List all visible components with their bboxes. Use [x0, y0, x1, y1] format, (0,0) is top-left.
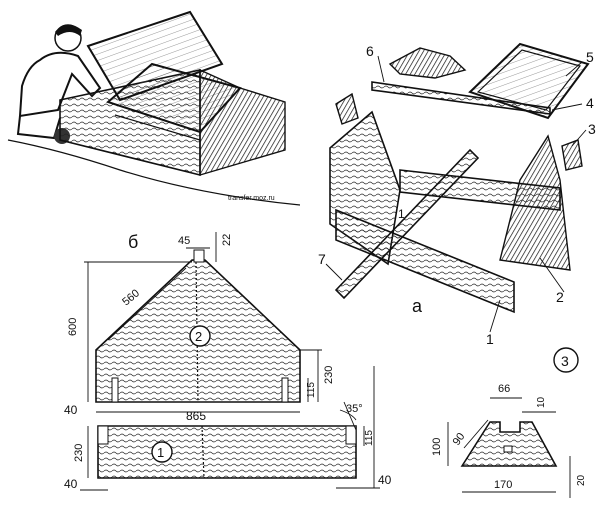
dim-115-side: 115 — [306, 382, 317, 398]
dim-230-side: 230 — [323, 366, 335, 384]
dim-560: 560 — [120, 287, 142, 308]
label-part-1: 1 — [486, 331, 494, 347]
dim-40-left: 40 — [64, 403, 78, 417]
dim-45: 45 — [178, 235, 190, 247]
dim-90: 90 — [451, 431, 468, 448]
front-board — [335, 208, 515, 314]
dim-10: 10 — [536, 396, 547, 408]
dim-35deg: 35° — [346, 403, 363, 415]
label-part-7: 7 — [318, 251, 326, 267]
circle-label-1: 1 — [157, 445, 164, 460]
label-part-4: 4 — [586, 95, 594, 111]
circle-label-2: 2 — [195, 329, 202, 344]
dim-600: 600 — [67, 318, 79, 336]
dim-40-bottom-left: 40 — [64, 477, 78, 491]
detail-3-drawing: 3 66 10 100 90 170 20 — [431, 347, 587, 498]
front-board-drawing: 1 230 115 35° 40 40 — [64, 366, 392, 491]
dim-66: 66 — [498, 383, 510, 395]
open-glass-lid — [86, 10, 224, 102]
label-view-b: б — [128, 232, 138, 252]
prop-stick — [334, 148, 480, 300]
exploded-assembly: 6 5 4 3 2 1 7 1 а — [318, 42, 596, 347]
watermark-text: transfer.moz.ru — [228, 195, 275, 202]
dim-40-bottom-right: 40 — [378, 473, 392, 487]
label-view-a: а — [412, 296, 423, 316]
ridge-board — [371, 81, 551, 115]
dim-230-front: 230 — [73, 444, 85, 462]
gable-panel-drawing: 2 600 560 45 22 230 115 865 40 б — [64, 232, 335, 423]
dim-865: 865 — [186, 409, 206, 423]
illustration-person-box: transfer.moz.ru — [7, 10, 301, 206]
dim-170: 170 — [494, 479, 512, 491]
detail-3-label: 3 — [561, 353, 569, 369]
dim-100: 100 — [431, 438, 443, 456]
front-board-panel — [97, 425, 357, 479]
label-part-3: 3 — [588, 121, 596, 137]
label-part-2: 2 — [556, 289, 564, 305]
dim-22: 22 — [221, 234, 233, 246]
detail-3-part — [460, 421, 558, 467]
dim-20: 20 — [576, 474, 587, 486]
label-part-6: 6 — [366, 43, 374, 59]
dim-115-front: 115 — [364, 430, 375, 446]
label-part-5: 5 — [586, 49, 594, 65]
closed-glass-lid — [106, 62, 242, 134]
label-part-1-inner: 1 — [398, 207, 405, 221]
